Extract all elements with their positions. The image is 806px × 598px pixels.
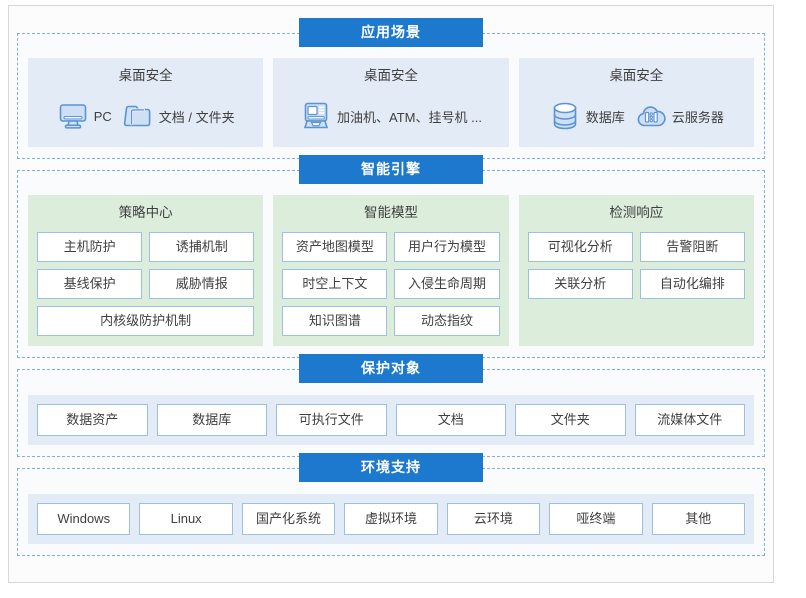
section-title-intelligent-engine: 智能引擎 (299, 155, 483, 184)
engine-chip[interactable]: 诱捕机制 (149, 232, 255, 262)
section-environment-support: 环境支持 Windows Linux 国产化系统 虚拟环境 云环境 哑终端 其他 (17, 453, 765, 556)
protected-object-chip[interactable]: 流媒体文件 (634, 404, 745, 436)
engine-chip[interactable]: 资产地图模型 (282, 232, 388, 262)
section-title-environment-support: 环境支持 (299, 453, 483, 482)
scenario-panel-server: 桌面安全 数据库 (518, 58, 754, 147)
environment-chip[interactable]: 云环境 (446, 503, 541, 535)
scenario-item-atm[interactable]: 加油机、ATM、挂号机 ... (297, 100, 485, 132)
engine-chip-grid: 资产地图模型 用户行为模型 时空上下文 入侵生命周期 知识图谱 动态指纹 (282, 232, 500, 336)
protected-object-chip[interactable]: 文件夹 (515, 404, 626, 436)
scenario-panel-title: 桌面安全 (609, 68, 664, 83)
environment-chip[interactable]: 国产化系统 (241, 503, 336, 535)
engine-panel-detection-response: 检测响应 可视化分析 告警阻断 关联分析 自动化编排 (518, 195, 754, 346)
scenario-item-label: 数据库 (585, 109, 625, 125)
protected-object-chip[interactable]: 数据资产 (37, 404, 148, 436)
engine-panel-row: 策略中心 主机防护 诱捕机制 基线保护 威胁情报 内核级防护机制 智能模型 资产… (18, 171, 764, 357)
engine-chip[interactable]: 动态指纹 (394, 306, 500, 336)
scenario-panel-title: 桌面安全 (118, 68, 173, 83)
scenario-item-label: PC (93, 108, 112, 124)
engine-panel-title: 检测响应 (609, 205, 664, 220)
scenario-item-cloud-server[interactable]: 云服务器 (632, 100, 727, 132)
scenario-item-pc[interactable]: PC (54, 100, 115, 132)
protected-object-chip[interactable]: 文档 (395, 404, 506, 436)
database-icon (553, 102, 577, 130)
section-application-scenarios: 应用场景 桌面安全 PC (17, 18, 765, 159)
environment-chip[interactable]: 虚拟环境 (344, 503, 438, 535)
section-protected-objects: 保护对象 数据资产 数据库 可执行文件 文档 文件夹 流媒体文件 (17, 354, 765, 457)
engine-chip[interactable]: 时空上下文 (282, 269, 388, 299)
environment-support-row: Windows Linux 国产化系统 虚拟环境 云环境 哑终端 其他 (28, 494, 754, 544)
engine-chip[interactable]: 主机防护 (37, 232, 143, 262)
document-folder-icon (123, 105, 151, 127)
scenario-panel-title: 桌面安全 (363, 68, 418, 83)
scenario-icon-row: 加油机、ATM、挂号机 ... (282, 95, 499, 137)
environment-chip[interactable]: Windows (37, 503, 131, 535)
engine-chip-grid: 可视化分析 告警阻断 关联分析 自动化编排 (527, 232, 745, 299)
engine-panel-intelligent-model: 智能模型 资产地图模型 用户行为模型 时空上下文 入侵生命周期 知识图谱 动态指… (273, 195, 509, 346)
scenario-panel-desktop: 桌面安全 PC (28, 58, 264, 147)
environment-chip[interactable]: 哑终端 (549, 503, 643, 535)
engine-chip[interactable]: 知识图谱 (282, 306, 388, 336)
engine-chip[interactable]: 可视化分析 (527, 232, 633, 262)
engine-panel-title: 策略中心 (118, 205, 173, 220)
engine-chip[interactable]: 自动化编排 (639, 269, 745, 299)
scenario-icon-row: PC 文档 / 文件夹 (37, 95, 254, 137)
section-intelligent-engine: 智能引擎 策略中心 主机防护 诱捕机制 基线保护 威胁情报 内核级防护机制 智能… (17, 155, 765, 358)
environment-chip[interactable]: 其他 (651, 503, 745, 535)
scenario-item-document-folder[interactable]: 文档 / 文件夹 (119, 100, 238, 132)
engine-chip[interactable]: 内核级防护机制 (37, 306, 255, 336)
scenario-item-label: 云服务器 (671, 109, 724, 125)
protected-objects-row: 数据资产 数据库 可执行文件 文档 文件夹 流媒体文件 (28, 395, 754, 445)
engine-chip[interactable]: 关联分析 (527, 269, 633, 299)
protected-object-chip[interactable]: 数据库 (156, 404, 267, 436)
section-title-protected-objects: 保护对象 (299, 354, 483, 383)
cloud-server-icon (637, 106, 666, 127)
engine-chip[interactable]: 基线保护 (37, 269, 143, 299)
engine-panel-policy-center: 策略中心 主机防护 诱捕机制 基线保护 威胁情报 内核级防护机制 (28, 195, 264, 346)
engine-chip-grid: 主机防护 诱捕机制 基线保护 威胁情报 内核级防护机制 (37, 232, 255, 336)
engine-chip[interactable]: 用户行为模型 (394, 232, 500, 262)
engine-panel-title: 智能模型 (363, 205, 418, 220)
desktop-pc-icon (59, 104, 87, 129)
scenario-item-label: 加油机、ATM、挂号机 ... (337, 109, 482, 125)
scenario-panel-row: 桌面安全 PC (18, 34, 764, 158)
atm-kiosk-icon (303, 102, 329, 129)
engine-chip[interactable]: 告警阻断 (639, 232, 745, 262)
scenario-icon-row: 数据库 云服务器 (528, 95, 745, 137)
scenario-item-database[interactable]: 数据库 (546, 100, 628, 132)
engine-chip[interactable]: 入侵生命周期 (394, 269, 500, 299)
architecture-diagram: 应用场景 桌面安全 PC (8, 5, 774, 583)
engine-chip[interactable]: 威胁情报 (149, 269, 255, 299)
protected-object-chip[interactable]: 可执行文件 (276, 404, 387, 436)
section-title-application-scenarios: 应用场景 (299, 18, 483, 47)
environment-chip[interactable]: Linux (139, 503, 233, 535)
environment-support-wrap: Windows Linux 国产化系统 虚拟环境 云环境 哑终端 其他 (18, 469, 764, 555)
protected-objects-wrap: 数据资产 数据库 可执行文件 文档 文件夹 流媒体文件 (18, 370, 764, 456)
scenario-panel-terminals: 桌面安全 加油机、ATM、挂号机 ... (273, 58, 509, 147)
scenario-item-label: 文档 / 文件夹 (158, 109, 235, 125)
